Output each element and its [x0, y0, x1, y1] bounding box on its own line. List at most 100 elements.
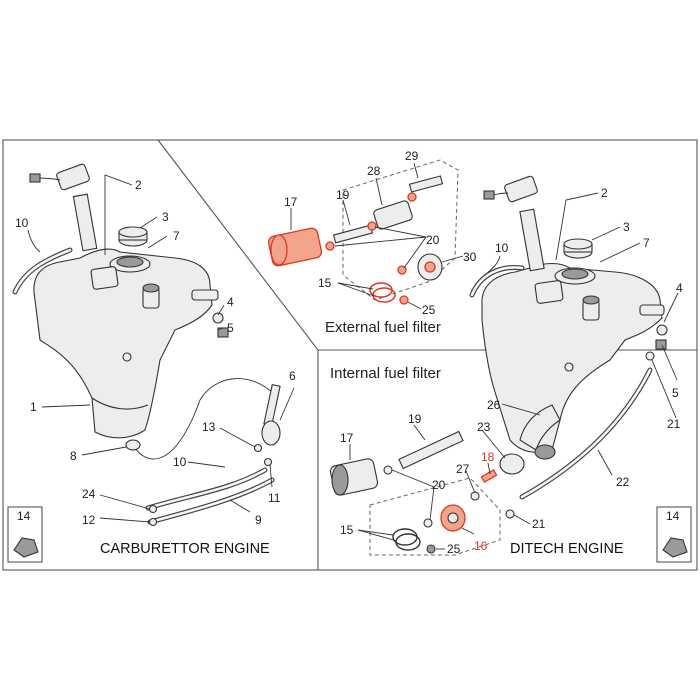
- clamp-20a-int: [383, 465, 393, 475]
- callout-10: 10: [15, 216, 29, 230]
- callout-int-16: 16: [474, 539, 488, 553]
- callout-int-15: 15: [340, 523, 354, 537]
- internal-leader-lines: [349, 424, 531, 550]
- external-filter-dashed-box: [342, 159, 459, 301]
- clip-nut-14-right: [662, 537, 688, 558]
- callout-24: 24: [82, 487, 96, 501]
- callout-8: 8: [70, 449, 77, 463]
- clamp-20b-ext: [367, 221, 377, 231]
- callout-r-21: 21: [667, 417, 681, 431]
- hose-19-int: [398, 430, 464, 470]
- clamp-27-int: [470, 491, 480, 501]
- filler-opening: [116, 256, 144, 268]
- filter-18-int: [480, 469, 498, 483]
- o-ring-15b-ext: [372, 287, 396, 303]
- callout-7: 7: [173, 229, 180, 243]
- clip-nut-14: [13, 537, 39, 558]
- ditech-washer: [656, 324, 668, 336]
- right-callouts: 2 3 7 10 4 5 21 22 26: [487, 186, 683, 489]
- external-fuel-filter-group: [267, 159, 459, 305]
- callout-int-23: 23: [477, 420, 491, 434]
- breather-top: [142, 283, 160, 293]
- right-hoses: [469, 264, 653, 500]
- clip-12: [148, 517, 158, 527]
- fuel-tap-stem: [263, 383, 281, 427]
- callout-ext-30: 30: [463, 250, 477, 264]
- internal-fuel-filter-heading: Internal fuel filter: [330, 365, 441, 382]
- callout-r-5: 5: [672, 386, 679, 400]
- callout-r-7: 7: [643, 236, 650, 250]
- internal-fuel-filter-group: [329, 430, 525, 556]
- callout-r-14: 14: [666, 509, 680, 523]
- callout-4: 4: [227, 295, 234, 309]
- left-callouts: 2 3 7 10 4 5 1 8 6 13 10 11 9 24 12: [15, 178, 296, 527]
- callout-3: 3: [162, 210, 169, 224]
- ditech-pump-flange: [534, 280, 564, 304]
- ditech-filler-opening: [561, 268, 589, 280]
- callout-r-2: 2: [601, 186, 608, 200]
- clip-13: [253, 443, 263, 453]
- hose-clip-8: [125, 439, 141, 451]
- callout-ext-28: 28: [367, 164, 381, 178]
- clamp-20c-ext: [407, 192, 417, 202]
- callout-int-25: 25: [447, 542, 461, 556]
- external-fuel-filter-heading: External fuel filter: [325, 319, 441, 336]
- callout-ext-17: 17: [284, 195, 298, 209]
- ditech-sender-cap: [504, 175, 538, 203]
- callout-ext-25: 25: [422, 303, 436, 317]
- hose-19-ext: [332, 224, 374, 244]
- o-ring-15b-int: [395, 533, 421, 551]
- callout-int-20: 20: [432, 478, 446, 492]
- callout-1: 1: [30, 400, 37, 414]
- callout-ext-20: 20: [426, 233, 440, 247]
- tank-seam: [91, 397, 149, 410]
- callout-6: 6: [289, 369, 296, 383]
- drain-line: [129, 378, 276, 460]
- clamp-20b-int: [423, 518, 433, 528]
- fuel-cap-top: [118, 226, 148, 238]
- mount-hole: [122, 352, 132, 362]
- callout-r-3: 3: [623, 220, 630, 234]
- tag-14-left: 14: [7, 506, 43, 563]
- callout-10-hose: 10: [173, 455, 187, 469]
- nut-25-ext: [399, 295, 409, 305]
- outer-frame: [2, 139, 698, 571]
- fuel-tap-body: [261, 420, 281, 446]
- callout-2: 2: [135, 178, 142, 192]
- clamp-20a-ext: [325, 241, 335, 251]
- callout-ext-19: 19: [336, 188, 350, 202]
- tag-14-right: 14: [656, 506, 692, 563]
- sender-connector: [29, 173, 41, 183]
- tank-bracket: [191, 289, 219, 301]
- ditech-sender-tube: [519, 208, 545, 272]
- external-callouts: 17 19 28 29 20 30 15 25: [284, 149, 477, 317]
- left-leader-lines: [27, 174, 295, 523]
- callout-r-4: 4: [676, 281, 683, 295]
- left-hoses: [12, 247, 281, 527]
- carburettor-fuel-tank: [29, 163, 229, 439]
- level-sender-tube: [72, 193, 98, 252]
- callout-ext-29: 29: [405, 149, 419, 163]
- fuel-tank-body: [33, 248, 213, 439]
- level-sender-cap: [56, 163, 90, 191]
- internal-callouts: 17 19 20 27 18 23 21 15 25 16: [340, 412, 546, 556]
- clamp-21-int: [505, 509, 515, 519]
- ditech-sender-connector: [483, 190, 495, 200]
- ditech-bolt-head: [655, 339, 667, 350]
- panel-frames: [2, 139, 698, 571]
- carburettor-engine-caption: CARBURETTOR ENGINE: [100, 541, 270, 557]
- callout-5: 5: [227, 321, 234, 335]
- callout-r-22: 22: [616, 475, 630, 489]
- fuel-pump-flange: [90, 266, 119, 290]
- callout-int-19: 19: [408, 412, 422, 426]
- callout-12: 12: [82, 513, 96, 527]
- clip-24: [148, 504, 158, 514]
- callout-14: 14: [17, 509, 31, 523]
- washer: [212, 312, 224, 324]
- callout-r-10: 10: [495, 241, 509, 255]
- callout-ext-15: 15: [318, 276, 332, 290]
- callout-13: 13: [202, 420, 216, 434]
- clip-11: [263, 457, 273, 467]
